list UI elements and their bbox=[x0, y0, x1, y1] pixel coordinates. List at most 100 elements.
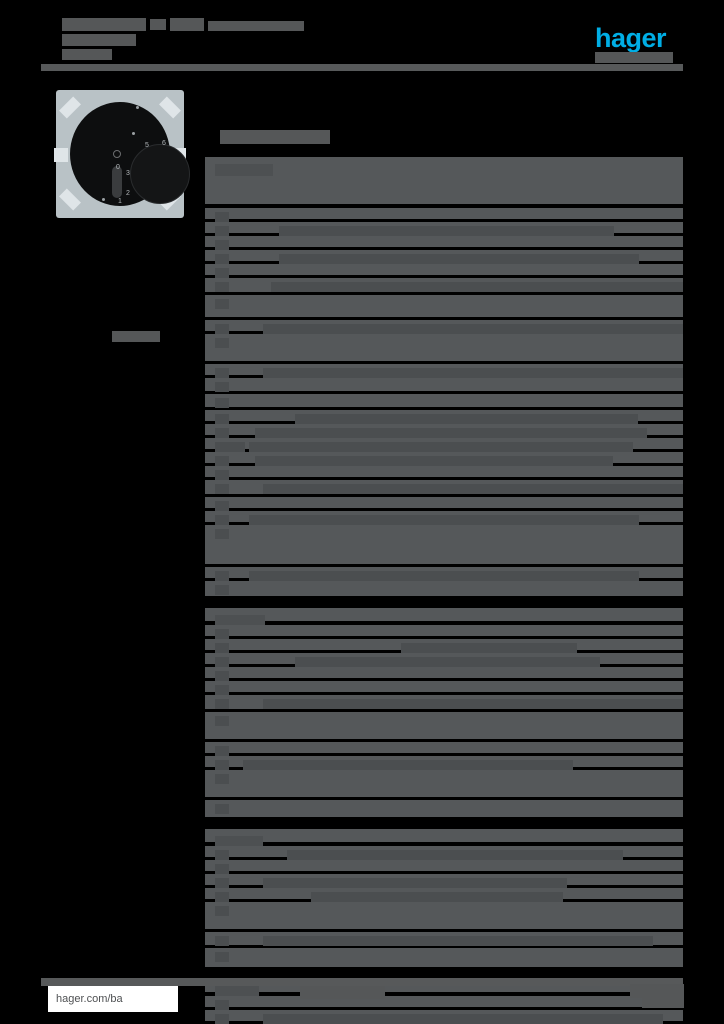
table-cell-label bbox=[215, 414, 229, 424]
spec-section-rule bbox=[205, 204, 683, 208]
table-cell-value bbox=[249, 515, 639, 525]
table-cell-value bbox=[249, 442, 633, 452]
table-row bbox=[205, 653, 683, 667]
spec-section-rule bbox=[205, 621, 683, 625]
table-cell-label bbox=[215, 585, 229, 595]
product-mounting-plate: 0 1 2 3 5 6 bbox=[54, 90, 190, 218]
spec-section-header bbox=[205, 608, 683, 627]
scale-number: 2 bbox=[126, 190, 130, 197]
table-cell-label bbox=[215, 1000, 229, 1010]
table-row bbox=[205, 874, 683, 888]
document-type-label bbox=[62, 18, 146, 31]
table-cell-label bbox=[215, 268, 229, 278]
table-row bbox=[205, 800, 683, 820]
table-cell-label bbox=[215, 282, 229, 292]
table-row bbox=[205, 295, 683, 320]
header-divider bbox=[41, 64, 683, 71]
footer-url-text[interactable]: hager.com/ba bbox=[56, 993, 123, 1005]
table-cell-value bbox=[263, 878, 567, 888]
footer-url-badge[interactable]: hager.com/ba bbox=[48, 986, 178, 1012]
product-front-panel: 0 1 2 3 5 6 bbox=[70, 102, 190, 206]
table-cell-label bbox=[215, 629, 229, 639]
table-cell-label bbox=[215, 878, 229, 888]
table-cell-label bbox=[215, 850, 229, 860]
scale-dot bbox=[132, 132, 135, 135]
table-cell-label bbox=[215, 906, 229, 916]
spec-section bbox=[205, 829, 683, 970]
table-row bbox=[205, 320, 683, 334]
table-cell-label bbox=[215, 254, 229, 264]
spec-section-rule bbox=[205, 992, 683, 996]
plate-notch-icon bbox=[159, 96, 181, 119]
table-cell-label bbox=[215, 515, 229, 525]
table-row bbox=[205, 497, 683, 511]
document-type-mark bbox=[150, 19, 166, 30]
table-cell-label bbox=[215, 442, 245, 452]
table-row bbox=[205, 996, 683, 1010]
table-row bbox=[205, 424, 683, 438]
table-cell-value bbox=[311, 892, 563, 902]
mode-slider bbox=[112, 166, 122, 198]
table-cell-label bbox=[215, 774, 229, 784]
table-cell-label bbox=[215, 338, 229, 348]
scale-number: 3 bbox=[126, 170, 130, 177]
table-cell-value bbox=[279, 254, 639, 264]
table-cell-label bbox=[215, 571, 229, 581]
table-cell-label bbox=[215, 760, 229, 770]
spec-section-rule bbox=[205, 842, 683, 846]
table-cell-label bbox=[215, 892, 229, 902]
table-row bbox=[205, 222, 683, 236]
table-cell-label bbox=[215, 657, 229, 667]
table-cell-value bbox=[255, 428, 647, 438]
table-row bbox=[205, 452, 683, 466]
table-row bbox=[205, 334, 683, 364]
table-cell-value bbox=[295, 414, 638, 424]
page-subtitle bbox=[220, 130, 330, 144]
table-row bbox=[205, 364, 683, 378]
table-cell-value bbox=[401, 643, 577, 653]
table-cell-label bbox=[215, 299, 229, 309]
table-cell-label bbox=[215, 529, 229, 539]
footer-divider bbox=[41, 978, 683, 986]
table-row bbox=[205, 712, 683, 742]
scale-dot bbox=[102, 198, 105, 201]
table-cell-label bbox=[215, 1014, 229, 1024]
table-row bbox=[205, 667, 683, 681]
table-row bbox=[205, 581, 683, 599]
table-row bbox=[205, 438, 683, 452]
plate-notch-icon bbox=[54, 148, 68, 162]
table-cell-value bbox=[263, 484, 683, 494]
spec-section-header bbox=[205, 829, 683, 848]
table-cell-label bbox=[215, 643, 229, 653]
table-cell-label bbox=[215, 936, 229, 946]
document-type-code bbox=[170, 18, 204, 31]
table-row bbox=[205, 480, 683, 497]
document-type-suffix bbox=[208, 21, 304, 31]
table-cell-value bbox=[271, 282, 683, 292]
table-row bbox=[205, 770, 683, 800]
table-row bbox=[205, 756, 683, 770]
table-cell-label bbox=[215, 952, 229, 962]
spec-section bbox=[205, 157, 683, 599]
plate-notch-icon bbox=[59, 188, 81, 211]
table-row bbox=[205, 948, 683, 970]
table-row bbox=[205, 742, 683, 756]
spec-section-header bbox=[205, 157, 683, 204]
table-row bbox=[205, 466, 683, 480]
spec-section-heading-text bbox=[215, 164, 273, 176]
table-cell-label bbox=[215, 746, 229, 756]
table-row bbox=[205, 1010, 683, 1024]
table-row bbox=[205, 378, 683, 394]
scale-number: 1 bbox=[118, 198, 122, 205]
table-cell-value bbox=[263, 368, 683, 378]
scale-number: 0 bbox=[116, 164, 120, 171]
table-cell-label bbox=[215, 470, 229, 480]
specification-table bbox=[205, 157, 683, 1024]
table-cell-label bbox=[215, 428, 229, 438]
document-subtitle-line-1 bbox=[62, 34, 136, 46]
spec-section bbox=[205, 608, 683, 820]
table-row bbox=[205, 525, 683, 567]
table-cell-value bbox=[295, 657, 600, 667]
table-cell-value bbox=[243, 760, 573, 770]
table-row bbox=[205, 394, 683, 410]
